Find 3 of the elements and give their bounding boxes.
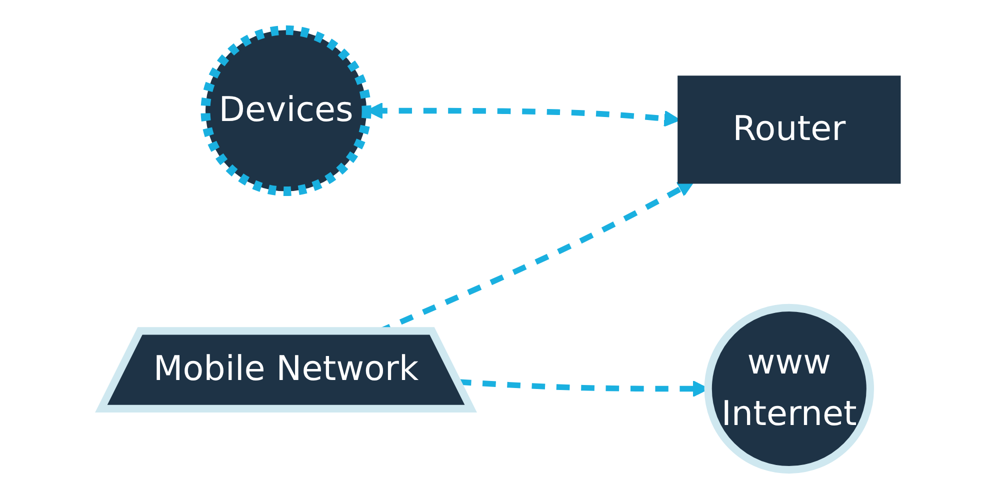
- node-circle: Devices: [200, 25, 372, 196]
- node-circle: www Internet: [704, 304, 874, 474]
- node-box: Router: [678, 76, 901, 184]
